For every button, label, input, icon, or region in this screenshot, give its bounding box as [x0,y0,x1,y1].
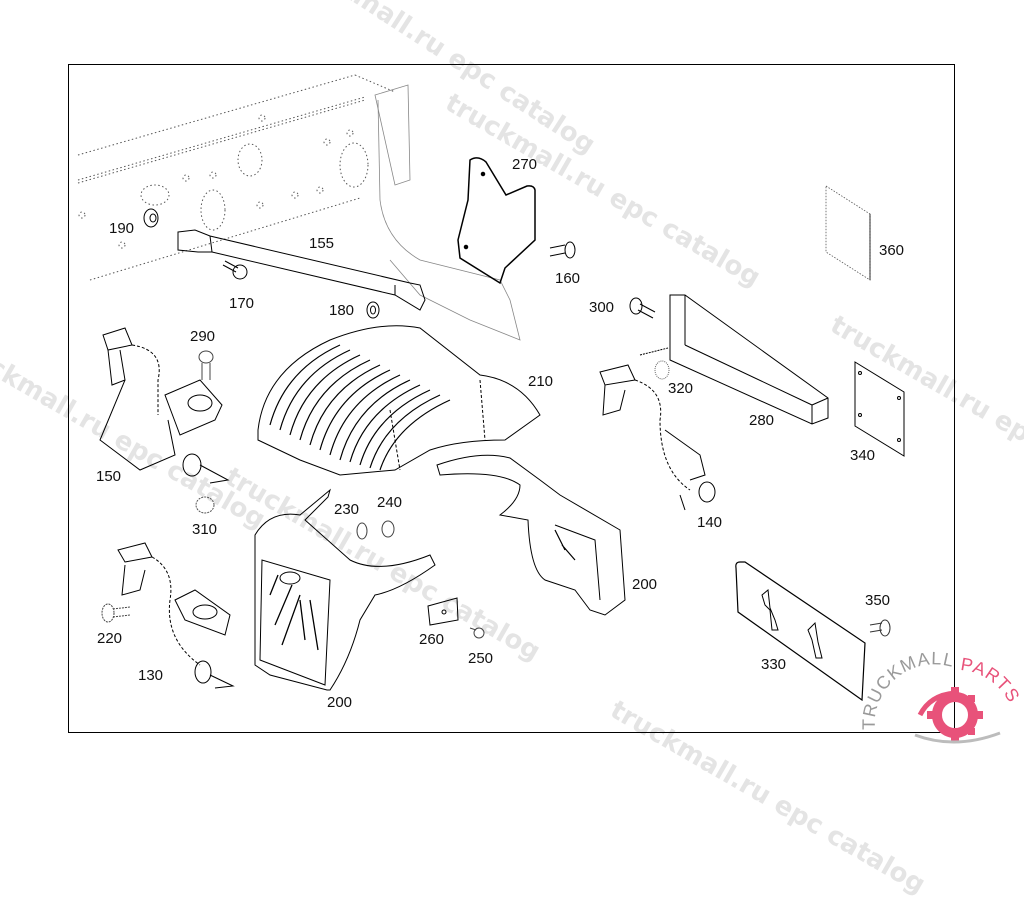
part-label-170[interactable]: 170 [229,295,255,312]
truckmallparts-logo: TRUCKMALL PARTS [859,645,1024,750]
parts-diagram [77,74,905,702]
fender-200-right [436,454,626,616]
bracket-130 [117,542,235,689]
part-label-280[interactable]: 280 [749,412,775,429]
part-label-200-right[interactable]: 200 [632,576,658,593]
license-plate-330 [735,561,866,702]
rivet-250 [469,627,485,639]
part-label-360[interactable]: 360 [879,242,905,259]
part-label-230[interactable]: 230 [334,501,360,518]
bolt-300 [629,297,656,319]
part-label-270[interactable]: 270 [512,156,538,173]
plate-360 [825,185,871,281]
part-label-260[interactable]: 260 [419,631,445,648]
part-label-320[interactable]: 320 [668,380,694,397]
gear-icon [927,687,983,743]
part-label-190[interactable]: 190 [109,220,135,237]
part-label-300[interactable]: 300 [589,299,615,316]
part-label-180[interactable]: 180 [329,302,355,319]
bushing-190 [143,208,159,228]
bolt-290 [198,350,214,380]
washer-230 [356,522,368,540]
plate-340 [854,361,905,457]
part-label-350[interactable]: 350 [865,592,891,609]
part-label-250[interactable]: 250 [468,650,494,667]
part-label-240[interactable]: 240 [377,494,403,511]
fender-210 [257,325,541,476]
part-label-330[interactable]: 330 [761,656,787,673]
part-label-155[interactable]: 155 [309,235,335,252]
washer-320 [654,360,670,380]
bracket-270 [457,157,536,285]
part-label-310[interactable]: 310 [192,521,218,538]
part-label-340[interactable]: 340 [850,447,876,464]
logo-swoosh-pink [917,690,956,717]
part-label-140[interactable]: 140 [697,514,723,531]
part-label-210[interactable]: 210 [528,373,554,390]
part-label-150[interactable]: 150 [96,468,122,485]
fender-200-left [254,488,436,691]
part-label-220[interactable]: 220 [97,630,123,647]
grommet-310 [195,496,215,514]
crossmember [374,84,521,341]
bolt-160 [549,241,576,259]
bracket-140 [599,364,716,511]
bracket-150 [99,327,230,484]
logo-swoosh [914,731,1001,744]
support-beam-280 [639,294,829,425]
fastener-350 [869,619,891,637]
part-label-290[interactable]: 290 [190,328,216,345]
strut-155 [177,229,426,311]
washer-240 [381,520,395,538]
frame-rail [77,74,396,281]
clip-260 [427,597,459,626]
part-label-130[interactable]: 130 [138,667,164,684]
part-label-160[interactable]: 160 [555,270,581,287]
bolt-170 [222,260,248,280]
part-label-200-left[interactable]: 200 [327,694,353,711]
diagram-frame [68,64,955,733]
nut-180 [366,301,380,319]
bolt-220 [101,603,131,623]
